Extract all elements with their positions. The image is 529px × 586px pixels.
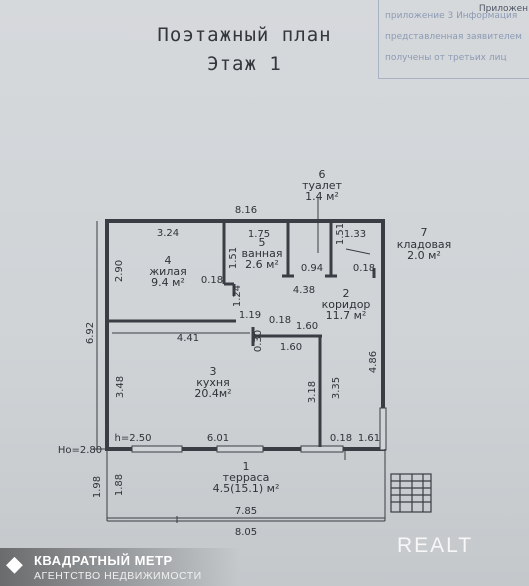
dim-label: 7.85 [235,506,257,517]
dim-label-vertical: 0.30 [253,330,264,352]
dim-label-vertical: 1.98 [92,476,103,498]
room-area: 11.7 м² [326,309,367,322]
brand-subtitle: АГЕНТСТВО НЕДВИЖИМОСТИ [34,570,202,582]
room-area: 2.0 м² [407,249,441,262]
window [131,445,183,453]
dim-label-vertical: 1.51 [335,223,346,245]
room-name: жилая [149,265,186,278]
room-name: кладовая [397,238,452,251]
dim-label: 1.60 [280,342,302,353]
room-number: 5 [259,236,266,249]
dim-label: 4.41 [177,333,199,344]
bottom-windows [131,445,344,453]
interior-walls [109,223,376,447]
dim-label: 1.60 [296,321,318,332]
window [216,445,264,453]
site-watermark: REALT [397,534,474,557]
room-name: терраса [223,471,270,484]
dim-label: 4.38 [293,285,315,296]
room-name: коридор [322,298,371,311]
brand-name: КВАДРАТНЫЙ МЕТР [34,553,173,568]
dim-label: 1.19 [239,310,261,321]
dimension-labels: 8.16 3.24 1.75 1.33 0.18 0.94 0.18 4.38 … [58,205,380,538]
room-name: ванная [242,247,283,260]
room-number: 7 [421,226,428,239]
window [300,445,344,453]
dim-label: 1.75 [248,229,270,240]
dim-label: 8.05 [235,527,257,538]
room-area: 1.4 м² [305,190,339,203]
dim-label-vertical: 1.51 [228,247,239,269]
room-area: 20.4м² [194,387,231,400]
dim-label: 0.18 [201,275,223,286]
dim-label-vertical: 1.88 [114,474,125,496]
floor-title: Этаж 1 [207,53,282,75]
stamp-box: приложение 3 Информация представленная з… [378,0,529,79]
brand-overlay [0,548,240,586]
stamp-line: получены от третьих лиц [385,53,507,63]
dim-label-vertical: 3.35 [331,377,342,399]
dim-label: 6.01 [207,433,229,444]
room-name: туалет [302,179,342,192]
dim-label-vertical: 3.48 [115,376,126,398]
room-number: 1 [243,460,250,473]
dim-label: 1.33 [344,229,366,240]
dim-label: 0.18 [269,315,291,326]
terrace-stairs [390,473,432,513]
room-area: 9.4 м² [151,276,185,289]
dim-label: 8.16 [235,205,257,216]
dim-label-vertical: 4.86 [368,351,379,373]
room-number: 4 [165,254,172,267]
stair-block [390,473,432,513]
stamp-line: приложение 3 Информация [385,11,518,21]
dim-label-vertical: 1.24 [232,285,243,307]
room-name: кухня [196,376,229,389]
dim-label: 1.61 [358,433,380,444]
dim-label: 0.18 [353,263,375,274]
room-area: 2.6 м² [245,258,279,271]
room-number: 6 [319,168,326,181]
dim-label: h=2.50 [115,433,152,444]
dim-label: 0.94 [301,263,323,274]
dim-label-vertical: 2.90 [114,260,125,282]
brand-diamond-icon: ◆ [6,552,23,577]
plan-title: Поэтажный план [157,24,332,46]
room-number: 2 [343,287,350,300]
storage-leader [345,248,371,255]
window [379,407,387,451]
room-labels: 4 жилая 9.4 м² 5 ванная 2.6 м² 6 туалет … [149,168,451,495]
dim-label: 0.18 [330,433,352,444]
stamp-label: Приложен [478,4,528,14]
room-number: 3 [210,365,217,378]
dim-label: 3.24 [157,228,179,239]
dimension-lines [93,221,386,523]
dim-label: Ho=2.80 [58,445,102,456]
dim-label-vertical: 6.92 [85,322,96,344]
stamp-line: представленная заявителем [385,32,522,42]
dim-label-vertical: 3.18 [307,381,318,403]
room-area: 4.5(15.1) м² [213,482,280,495]
